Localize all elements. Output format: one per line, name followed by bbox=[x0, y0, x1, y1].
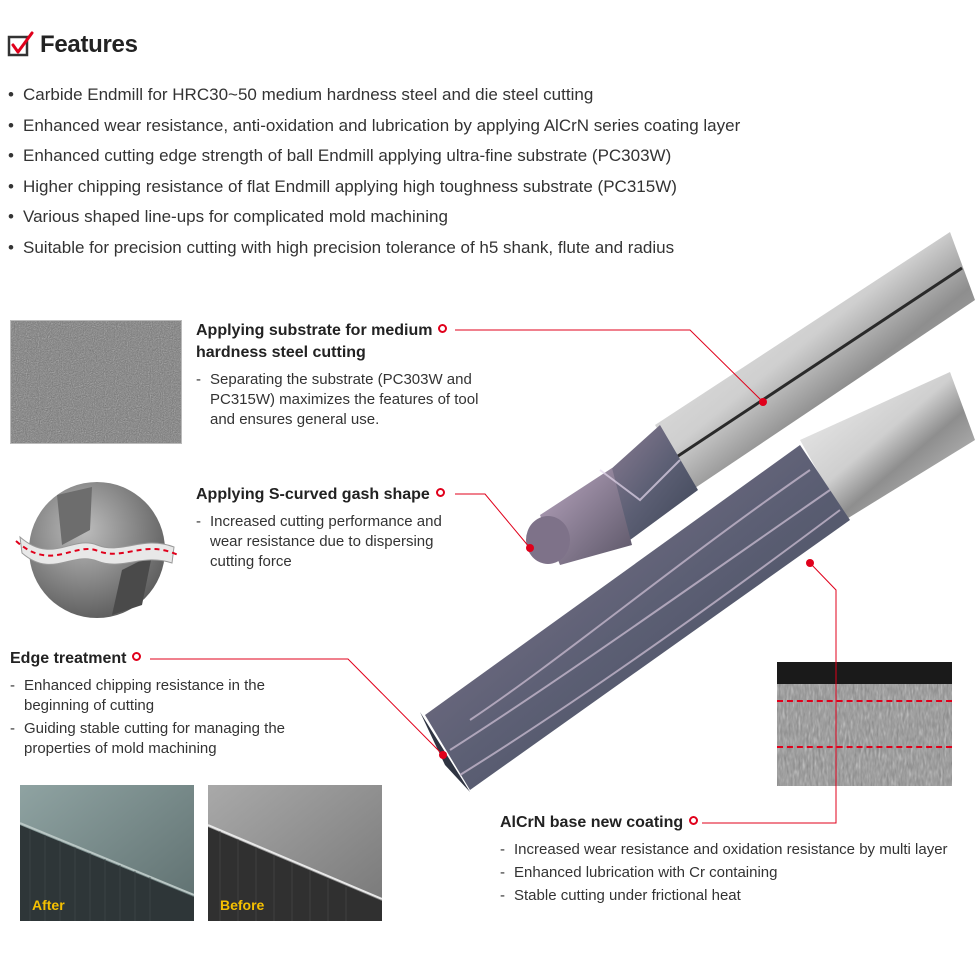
before-edge-image bbox=[208, 785, 382, 921]
callout-title: Applying substrate for medium hardness s… bbox=[196, 320, 506, 364]
callout-item: Enhanced chipping resistance in the begi… bbox=[10, 676, 315, 716]
callout-title: AlCrN base new coating bbox=[500, 812, 978, 834]
callout-title-line2: hardness steel cutting bbox=[196, 344, 366, 361]
after-edge-image bbox=[20, 785, 194, 921]
feature-item: Enhanced cutting edge strength of ball E… bbox=[8, 141, 938, 172]
checkbox-check-icon bbox=[7, 31, 34, 57]
before-label: Before bbox=[220, 897, 265, 913]
callout-item: Stable cutting under frictional heat bbox=[500, 886, 978, 906]
callout-item: Increased cutting performance and wear r… bbox=[196, 512, 476, 572]
substrate-texture-image bbox=[10, 320, 182, 444]
callout-item: Guiding stable cutting for managing the … bbox=[10, 719, 315, 759]
leader-endpoints bbox=[439, 398, 814, 759]
callout-coating: AlCrN base new coating Increased wear re… bbox=[500, 812, 978, 909]
callout-item: Separating the substrate (PC303W and PC3… bbox=[196, 370, 506, 430]
callout-substrate: Applying substrate for medium hardness s… bbox=[196, 320, 506, 433]
layer-boundary-line bbox=[777, 700, 952, 702]
coating-layers bbox=[777, 662, 952, 786]
coating-cross-section-image bbox=[777, 662, 952, 786]
before-photo: Before bbox=[208, 785, 382, 921]
callout-edge: Edge treatment Enhanced chipping resista… bbox=[10, 648, 315, 762]
callout-item: Increased wear resistance and oxidation … bbox=[500, 840, 978, 860]
callout-item: Enhanced lubrication with Cr containing bbox=[500, 863, 978, 883]
feature-item: Various shaped line-ups for complicated … bbox=[8, 202, 938, 233]
marker-circle-icon bbox=[438, 324, 448, 333]
callout-title-text: AlCrN base new coating bbox=[500, 814, 684, 831]
feature-item: Enhanced wear resistance, anti-oxidation… bbox=[8, 111, 938, 142]
feature-item: Suitable for precision cutting with high… bbox=[8, 233, 938, 264]
marker-circle-icon bbox=[132, 652, 142, 661]
feature-item: Carbide Endmill for HRC30~50 medium hard… bbox=[8, 80, 938, 111]
after-label: After bbox=[32, 897, 65, 913]
callout-title-line1: Applying substrate for medium bbox=[196, 322, 433, 339]
ball-endmill bbox=[526, 232, 975, 565]
page-title: Features bbox=[40, 31, 138, 58]
callout-title: Applying S-curved gash shape bbox=[196, 484, 476, 506]
gash-shape-illustration bbox=[15, 482, 179, 618]
marker-circle-icon bbox=[689, 816, 699, 825]
callout-gash: Applying S-curved gash shape Increased c… bbox=[196, 484, 476, 575]
after-photo: After bbox=[20, 785, 194, 921]
features-list: Carbide Endmill for HRC30~50 medium hard… bbox=[8, 80, 938, 264]
callout-title: Edge treatment bbox=[10, 648, 315, 670]
layer-boundary-line bbox=[777, 746, 952, 748]
callout-title-text: Edge treatment bbox=[10, 650, 127, 667]
features-header: Features bbox=[6, 28, 138, 62]
callout-title-text: Applying S-curved gash shape bbox=[196, 486, 430, 503]
feature-item: Higher chipping resistance of flat Endmi… bbox=[8, 172, 938, 203]
marker-circle-icon bbox=[435, 488, 445, 497]
